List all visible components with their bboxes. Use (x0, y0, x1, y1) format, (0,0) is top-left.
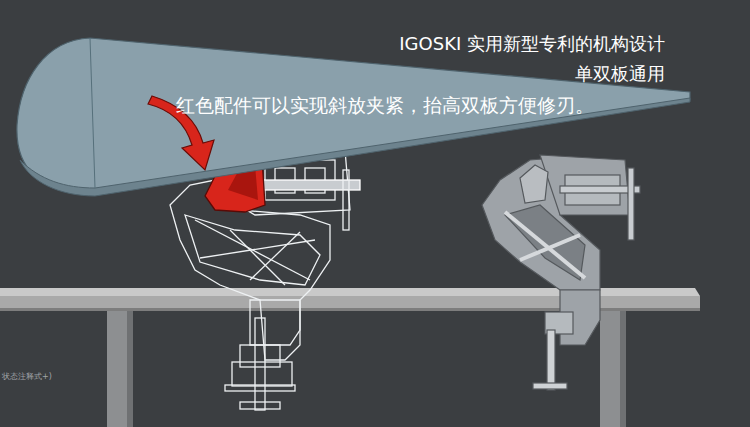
left-vise (170, 150, 360, 410)
snowboard (17, 38, 690, 196)
note-text: 单双板通用 (575, 62, 665, 86)
ui-remnant-text: 状态注释式+) (2, 371, 52, 382)
note-text: 红色配件可以实现斜放夹紧，抬高双板方便修刃。 (176, 93, 594, 119)
title-text: IGOSKI 实用新型专利的机构设计 (399, 32, 665, 56)
right-vise (482, 155, 640, 390)
workbench (0, 288, 700, 427)
